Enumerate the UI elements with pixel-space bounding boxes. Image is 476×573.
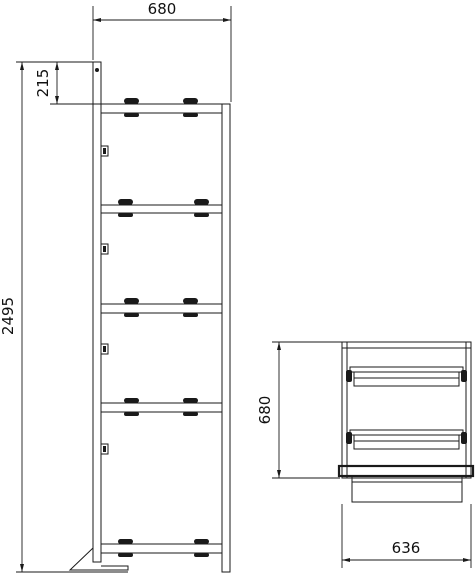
dimension-total-height: 2495	[0, 61, 70, 573]
mounting-screw	[95, 68, 99, 72]
dimension-label-top-width: 680	[148, 0, 177, 18]
shelf-5	[100, 539, 223, 557]
side-view-frame	[341, 341, 472, 479]
wall-bracket-1	[100, 145, 109, 157]
dimension-label-side-height: 680	[256, 396, 274, 425]
dimension-top-offset: 215	[34, 61, 122, 105]
side-view-upper-rail	[346, 366, 467, 387]
shelf-4	[100, 398, 223, 416]
dimension-top-width: 680	[92, 0, 232, 102]
shelf-1	[100, 98, 223, 117]
dimension-label-side-width: 636	[392, 539, 421, 557]
dimension-side-width: 636	[341, 504, 472, 568]
front-elevation	[68, 61, 231, 573]
side-view	[337, 341, 475, 503]
floor-foot	[68, 547, 129, 573]
wall-post	[92, 61, 102, 563]
dimension-side-height: 680	[256, 341, 342, 479]
shelf-3	[100, 298, 223, 317]
shelf-2	[100, 199, 223, 217]
wall-bracket-2	[100, 243, 109, 255]
dimension-label-total-height: 2495	[0, 297, 17, 335]
side-view-lower-rail	[346, 429, 467, 450]
wall-bracket-3	[100, 343, 109, 355]
frame-upright	[221, 103, 231, 573]
wall-bracket-4	[100, 443, 109, 455]
side-view-base	[337, 464, 475, 503]
dimension-label-top-offset: 215	[34, 69, 52, 98]
